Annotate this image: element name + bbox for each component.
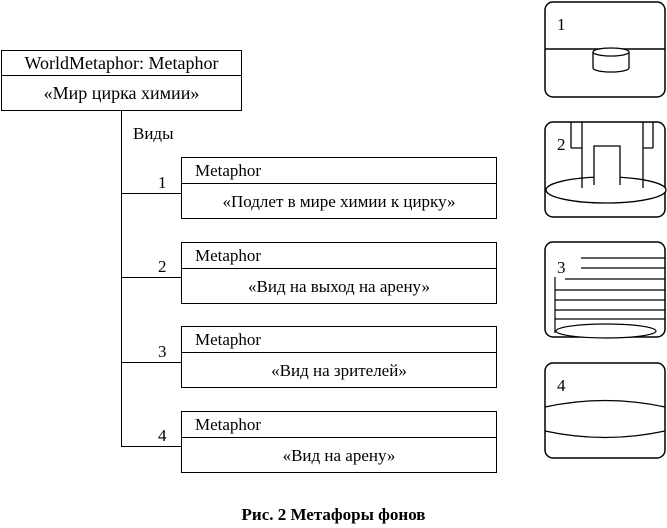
thumbnail-number-2: 2 <box>557 135 566 154</box>
branch-number-3: 3 <box>158 342 167 361</box>
arena-entrance-icon <box>545 122 667 204</box>
metaphor-box-1: Metaphor «Подлет в мире химии к цирку» <box>181 157 497 219</box>
root-metaphor-body: «Мир цирка химии» <box>43 83 200 103</box>
thumbnail-number-1: 1 <box>557 15 566 34</box>
metaphor-box-2: Metaphor «Вид на выход на арену» <box>181 242 497 304</box>
thumbnail-2: 2 <box>544 121 667 218</box>
thumbnail-number-3: 3 <box>557 258 566 277</box>
branch-line-1 <box>121 193 181 194</box>
metaphor-body-1: «Подлет в мире химии к цирку» <box>222 192 456 211</box>
metaphor-header-1: Metaphor <box>182 158 496 184</box>
branch-line-2 <box>121 277 181 278</box>
metaphor-body-3: «Вид на зрителей» <box>271 361 407 380</box>
thumbnail-number-4: 4 <box>557 376 566 395</box>
metaphor-body-4: «Вид на арену» <box>282 446 396 465</box>
thumbnail-1: 1 <box>544 1 666 98</box>
audience-stands-icon <box>554 257 665 339</box>
arena-floor-icon <box>544 399 666 439</box>
branch-line-4 <box>121 446 181 447</box>
figure-caption: Рис. 2 Метафоры фонов <box>241 505 426 524</box>
views-label: Виды <box>133 124 174 143</box>
thumbnail-3: 3 <box>544 241 666 339</box>
metaphor-header-3: Metaphor <box>182 327 496 353</box>
branch-number-1: 1 <box>158 173 167 192</box>
root-metaphor-header: WorldMetaphor: Metaphor <box>2 51 241 76</box>
root-metaphor-box: WorldMetaphor: Metaphor «Мир цирка химии… <box>1 50 242 111</box>
thumbnail-frame-4 <box>544 362 666 459</box>
metaphor-body-2: «Вид на выход на арену» <box>248 277 430 296</box>
metaphor-box-4: Metaphor «Вид на арену» <box>181 411 497 473</box>
podium-icon <box>592 47 630 73</box>
branch-line-3 <box>121 362 181 363</box>
tree-trunk-line <box>121 111 122 447</box>
thumbnail-4: 4 <box>544 362 666 459</box>
branch-number-4: 4 <box>158 426 167 445</box>
metaphor-header-4: Metaphor <box>182 412 496 438</box>
metaphor-box-3: Metaphor «Вид на зрителей» <box>181 326 497 388</box>
metaphor-header-2: Metaphor <box>182 243 496 269</box>
branch-number-2: 2 <box>158 257 167 276</box>
